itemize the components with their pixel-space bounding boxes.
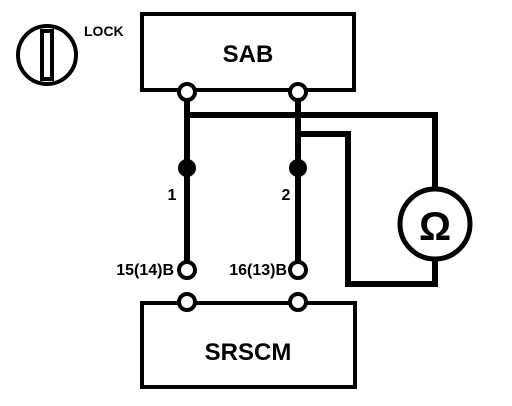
terminal-right-label: 16(13)B: [229, 262, 287, 279]
ohmmeter-icon: Ω: [397, 186, 473, 262]
srscm-connector-right: [288, 292, 308, 312]
srscm-box: [140, 301, 357, 389]
lock-label: LOCK: [84, 23, 124, 39]
terminal-right-open: [288, 260, 308, 280]
srscm-label: SRSCM: [205, 339, 292, 366]
srscm-connector-left: [177, 292, 197, 312]
sab-label: SAB: [223, 41, 274, 68]
ohm-symbol: Ω: [419, 205, 451, 249]
ignition-key-icon: [16, 24, 78, 86]
pin2-dot: [289, 159, 307, 177]
pin1-label: 1: [168, 187, 177, 204]
pin1-dot: [178, 159, 196, 177]
sab-box: [140, 12, 356, 92]
wire-pin2-to-meter: [295, 131, 438, 287]
terminal-left-open: [177, 260, 197, 280]
terminal-left-label: 15(14)B: [116, 262, 174, 279]
wire-sab-to-meter: [184, 93, 438, 189]
sab-connector-left: [177, 82, 197, 102]
pin2-label: 2: [282, 187, 291, 204]
sab-connector-right: [288, 82, 308, 102]
